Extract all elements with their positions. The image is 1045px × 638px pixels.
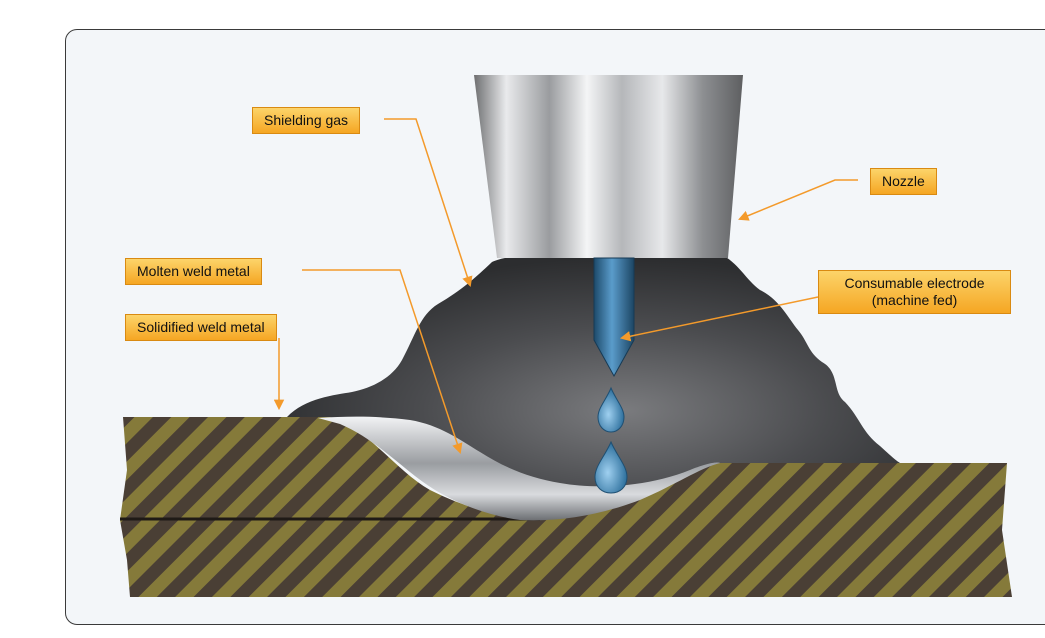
label-shielding-gas: Shielding gas bbox=[252, 107, 361, 134]
base-metal-left bbox=[120, 417, 520, 520]
leader-shielding-gas bbox=[384, 118, 473, 287]
leader-nozzle bbox=[738, 179, 858, 221]
label-molten-weld-metal: Molten weld metal bbox=[125, 258, 262, 285]
label-consumable-electrode-line2: (machine fed) bbox=[871, 292, 958, 308]
nozzle-shape bbox=[474, 75, 743, 258]
label-solidified-weld-metal: Solidified weld metal bbox=[125, 314, 277, 341]
label-nozzle: Nozzle bbox=[870, 168, 937, 195]
droplet-upper bbox=[597, 386, 625, 433]
base-metal-lower bbox=[120, 463, 1012, 597]
label-consumable-electrode: Consumable electrode (machine fed) bbox=[818, 270, 1011, 314]
molten-weld-pool bbox=[318, 416, 720, 521]
shielding-gas-cloud bbox=[287, 253, 900, 507]
leader-consumable-electrode bbox=[619, 296, 819, 342]
label-consumable-electrode-line1: Consumable electrode bbox=[844, 275, 985, 291]
droplet-lower bbox=[594, 440, 628, 494]
electrode-shape bbox=[593, 257, 635, 378]
leader-molten-weld-metal bbox=[302, 269, 463, 454]
